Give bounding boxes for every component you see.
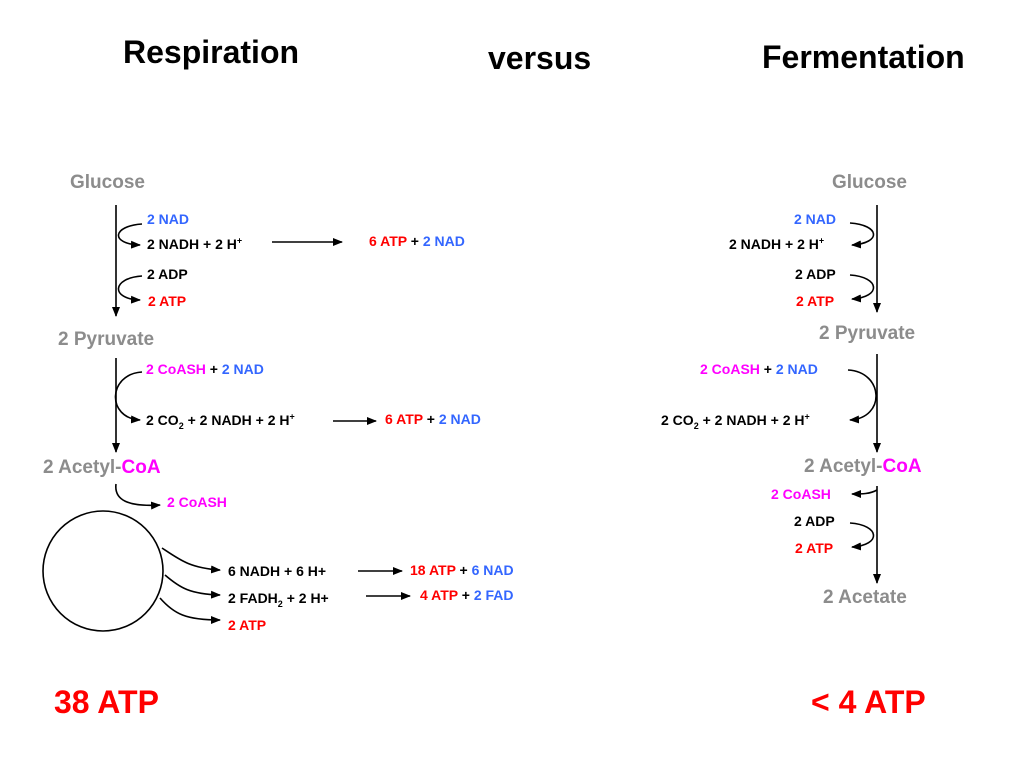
- resp-coash-out: 2 CoASH: [167, 494, 227, 510]
- resp-adp-curve-arrow: [117, 275, 143, 304]
- resp-nadh-out: 2 NADH + 2 H+: [147, 235, 243, 252]
- ferm-coash-in: 2 CoASH + 2 NAD: [700, 361, 818, 377]
- ferm-acetate: 2 Acetate: [823, 587, 907, 608]
- cycle-atp-curve: [159, 597, 221, 624]
- resp-cycle-fadh: 2 FADH2 + 2 H+: [228, 590, 329, 609]
- resp-adp: 2 ADP: [147, 266, 188, 282]
- ferm-acetyl-coa: 2 Acetyl-CoA: [804, 456, 922, 477]
- ferm-coash-out: 2 CoASH: [771, 486, 831, 502]
- ferm-nad-curve-arrow: [849, 222, 875, 249]
- resp-atp: 2 ATP: [148, 293, 187, 309]
- ferm-atp: 2 ATP: [796, 293, 835, 309]
- resp-pyruvate: 2 Pyruvate: [58, 329, 155, 350]
- ferm-nad-in: 2 NAD: [794, 211, 837, 227]
- ferm-atp2: 2 ATP: [795, 540, 834, 556]
- resp-coash-in: 2 CoASH + 2 NAD: [146, 361, 264, 377]
- resp-nadh-yield: 6 ATP + 2 NAD: [369, 233, 465, 249]
- resp-nad-curve-arrow: [117, 223, 143, 249]
- ferm-glucose: Glucose: [832, 172, 907, 193]
- cycle-nadh-curve: [161, 547, 221, 574]
- ferm-adp2: 2 ADP: [794, 513, 835, 529]
- resp-co2-yield: 6 ATP + 2 NAD: [385, 411, 481, 427]
- resp-glucose: Glucose: [70, 172, 145, 193]
- ferm-adp-curve-arrow: [849, 274, 875, 303]
- resp-total: 38 ATP: [54, 684, 159, 720]
- heading-fermentation: Fermentation: [762, 39, 965, 75]
- ferm-co2-nadh: 2 CO2 + 2 NADH + 2 H+: [661, 411, 810, 431]
- resp-acetyl-coa: 2 Acetyl-CoA: [43, 457, 161, 478]
- resp-acetyl-to-cycle-curve: [115, 483, 161, 510]
- cycle-fadh-curve: [164, 574, 221, 599]
- resp-cycle-atp: 2 ATP: [228, 617, 267, 633]
- ferm-adp: 2 ADP: [795, 266, 836, 282]
- ferm-coash-out-curve: [851, 489, 878, 498]
- resp-cycle-nadh-yield: 18 ATP + 6 NAD: [410, 562, 514, 578]
- resp-co2-nadh: 2 CO2 + 2 NADH + 2 H+: [146, 411, 295, 431]
- ferm-total: < 4 ATP: [811, 684, 926, 720]
- heading-respiration: Respiration: [123, 34, 300, 70]
- heading-versus: versus: [488, 40, 592, 76]
- krebs-cycle-circle: [42, 510, 164, 632]
- ferm-pyruvate: 2 Pyruvate: [819, 323, 916, 344]
- ferm-adp2-curve-arrow: [849, 522, 875, 551]
- resp-nad-in: 2 NAD: [147, 211, 190, 227]
- resp-cycle-fadh-yield: 4 ATP + 2 FAD: [420, 587, 514, 603]
- resp-coash-curve-arrow: [114, 371, 143, 424]
- resp-cycle-nadh: 6 NADH + 6 H+: [228, 563, 327, 579]
- ferm-nadh-out: 2 NADH + 2 H+: [729, 235, 825, 252]
- ferm-coash-curve-arrow: [847, 369, 877, 424]
